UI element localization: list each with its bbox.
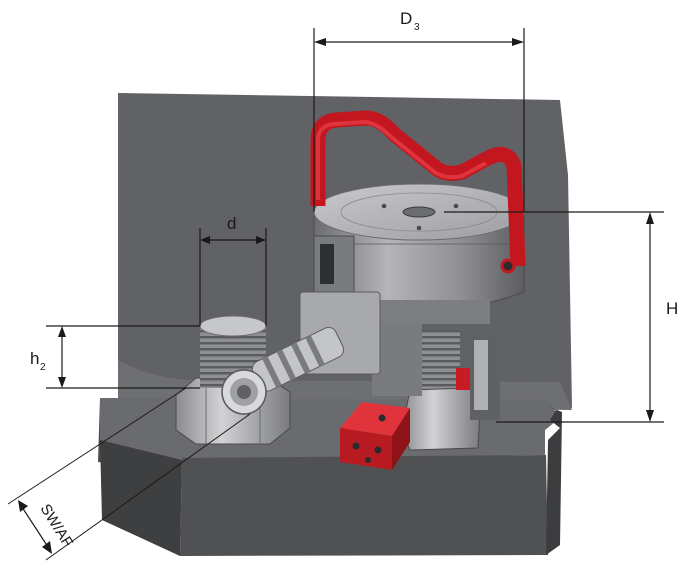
right-bolt-assembly bbox=[372, 318, 481, 451]
dimension-D3: D 3 bbox=[313, 9, 525, 212]
hose-connector bbox=[221, 235, 381, 415]
stud-left-top bbox=[199, 315, 267, 337]
piston-seal-detail bbox=[456, 330, 500, 420]
dimension-H-label: H bbox=[666, 299, 678, 318]
hex-nut-right bbox=[401, 387, 481, 451]
red-carry-handle bbox=[310, 110, 526, 274]
handle-right-leg bbox=[484, 146, 526, 267]
red-block-front bbox=[340, 428, 392, 470]
dimension-D3-subscript: 3 bbox=[414, 22, 420, 33]
cylinder-center-port bbox=[402, 206, 436, 218]
dimension-H: H bbox=[444, 211, 678, 423]
red-block-side bbox=[392, 408, 410, 470]
handle-pivot bbox=[500, 258, 516, 274]
red-locking-block bbox=[340, 402, 410, 470]
red-block-top bbox=[340, 402, 410, 436]
cylinder-collar bbox=[360, 300, 490, 324]
dimension-d: d bbox=[199, 214, 267, 326]
dimension-d-label: d bbox=[227, 214, 236, 233]
dimension-h2-subscript: 2 bbox=[40, 362, 46, 373]
dimension-h2-label: h bbox=[30, 349, 39, 368]
dimension-h2: h 2 bbox=[30, 325, 200, 389]
hydraulic-cylinder bbox=[313, 183, 525, 324]
dimension-SW-label: SW/AF bbox=[37, 501, 77, 550]
dimension-D3-label: D bbox=[400, 9, 412, 28]
housing-base-side bbox=[100, 440, 182, 556]
red-seal bbox=[456, 368, 470, 390]
housing-base-front bbox=[180, 455, 548, 556]
housing-break-edge bbox=[545, 405, 562, 555]
